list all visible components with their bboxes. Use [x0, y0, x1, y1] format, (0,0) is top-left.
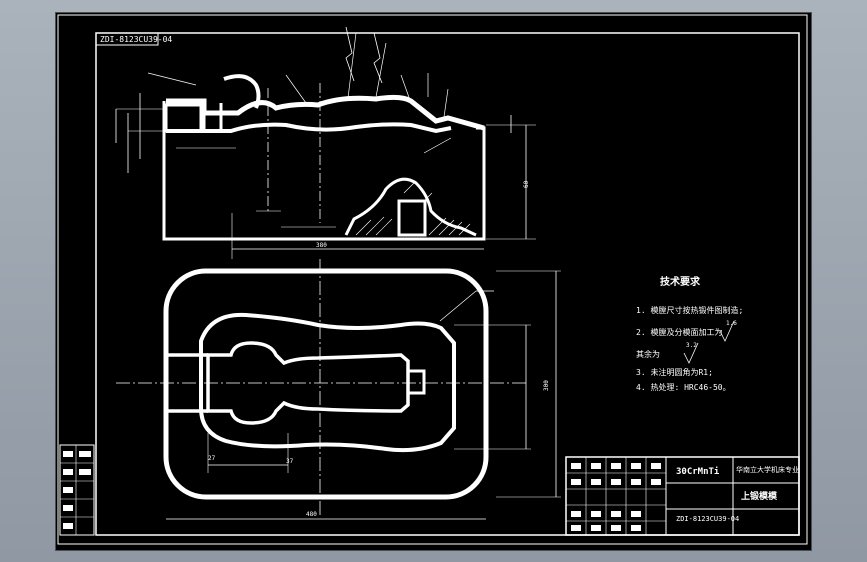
roughness-other-value: 3.2: [686, 342, 697, 349]
plan-width-dim: 480: [306, 511, 317, 518]
tech-requirements: 技术要求 1. 模膛尺寸按热锻件图制造; 2. 模膛及分模面加工为 其余为 3.…: [636, 275, 743, 392]
outer-border: [57, 14, 808, 545]
title-school: 华南立大学机床专业: [736, 465, 799, 474]
plan-height-dim: 300: [543, 380, 550, 391]
revision-table: [59, 444, 95, 536]
title-part-name: 上锻模模: [741, 490, 778, 502]
corner-code-box: [95, 32, 159, 46]
plan-inner-dim: 37: [286, 458, 294, 465]
cad-viewport[interactable]: ZDI-8123CU39-04: [55, 12, 812, 551]
inner-frame: [95, 32, 800, 536]
title-block: [565, 456, 800, 536]
tech-title: 技术要求: [660, 275, 701, 288]
title-material: 30CrMnTi: [676, 466, 720, 477]
roughness-main-value: 1.6: [726, 320, 737, 327]
plan-view: [116, 259, 561, 520]
drawing-sheet: ZDI-8123CU39-04: [57, 14, 808, 545]
side-dim-label: 60: [523, 180, 530, 188]
plan-left-dim: 27: [208, 455, 216, 462]
roughness-other-icon: [683, 342, 699, 364]
front-section-view: [115, 26, 536, 259]
tech-item-1: 1. 模膛尺寸按热锻件图制造;: [636, 305, 743, 315]
front-width-dim: 380: [316, 242, 327, 249]
tech-item-2b: 其余为: [636, 349, 660, 359]
corner-drawing-number: ZDI-8123CU39-04: [100, 35, 172, 44]
tech-item-2: 2. 模膛及分模面加工为: [636, 327, 722, 337]
title-drawing-number: ZDI-8123CU39-04: [676, 515, 739, 523]
roughness-symbol-icon: [719, 320, 735, 342]
tech-item-4: 4. 热处理: HRC46-50。: [636, 382, 731, 392]
tech-item-3: 3. 未注明圆角为R1;: [636, 367, 713, 377]
